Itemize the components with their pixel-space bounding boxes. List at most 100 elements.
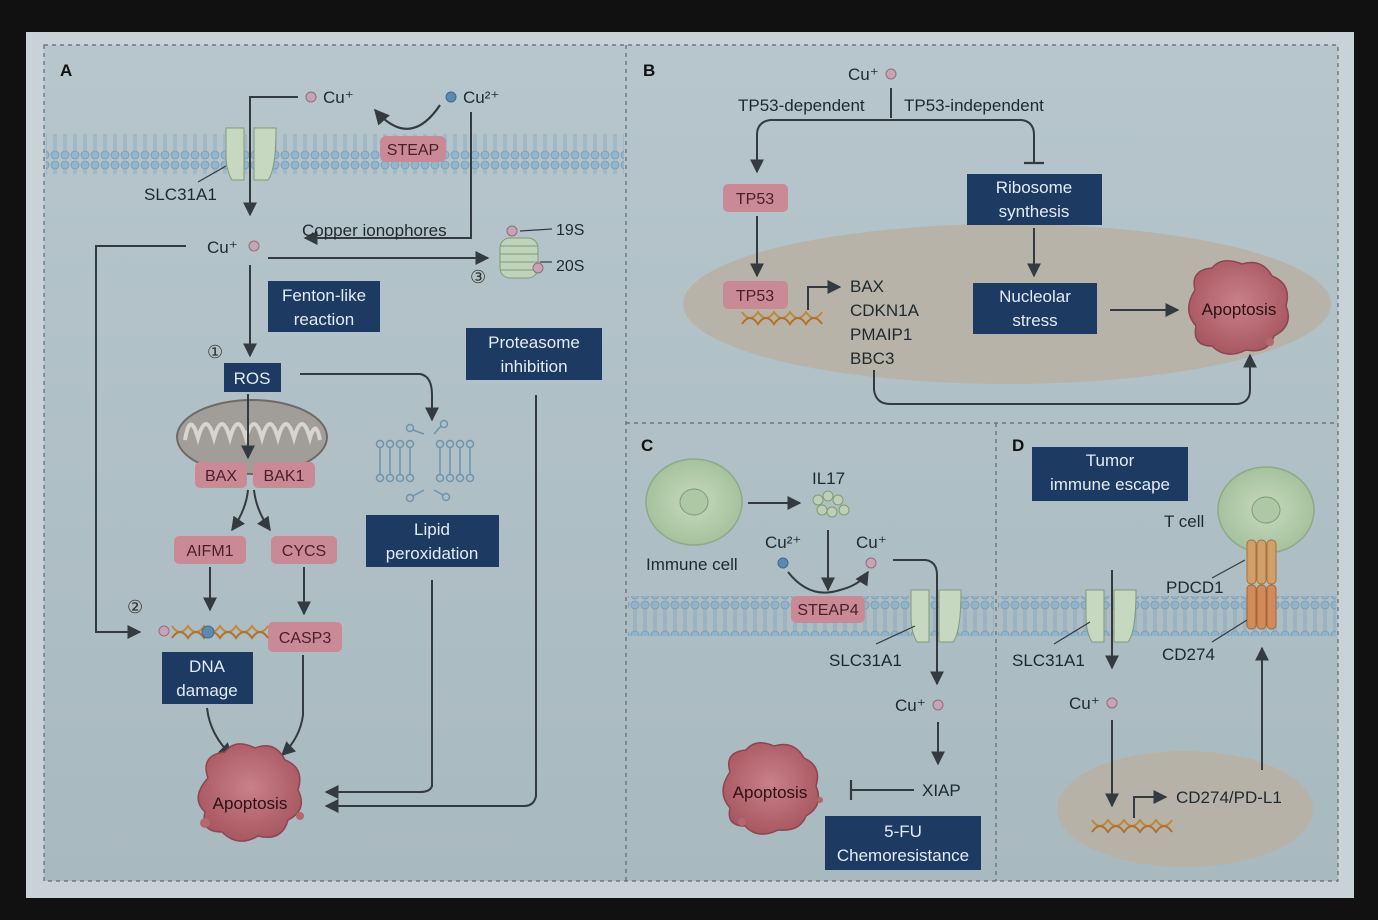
proteasome-inhibition-box bbox=[466, 328, 602, 380]
panel-b: B Cu⁺ TP53-dependent TP53-independent TP… bbox=[643, 61, 1331, 405]
tp53-dependent-label: TP53-dependent bbox=[738, 96, 865, 115]
panel-b-letter: B bbox=[643, 61, 655, 80]
panel-d: D Tumor immune escape T cell PDCD1 CD274 bbox=[998, 436, 1336, 867]
il17-cluster-icon bbox=[812, 490, 850, 518]
proteasome-19s-label: 19S bbox=[556, 222, 584, 239]
cu-plus-cytosol-label-c: Cu⁺ bbox=[895, 696, 926, 715]
proteasome-line1: Proteasome bbox=[488, 333, 580, 352]
marker-1: ① bbox=[207, 342, 223, 362]
fenton-line2: reaction bbox=[294, 310, 354, 329]
xiap-label: XIAP bbox=[922, 781, 961, 800]
t-cell-label: T cell bbox=[1164, 512, 1204, 531]
aifm1-box bbox=[174, 536, 246, 564]
panel-d-letter: D bbox=[1012, 436, 1024, 455]
cd274-label: CD274 bbox=[1162, 645, 1215, 664]
target-gene-3: PMAIP1 bbox=[850, 325, 912, 344]
tp53-box-nucleus bbox=[723, 281, 788, 309]
cu-2plus-dot-icon bbox=[445, 91, 457, 103]
dna-strand-icon-b bbox=[741, 310, 823, 326]
escape-line2: immune escape bbox=[1050, 475, 1170, 494]
panel-c-letter: C bbox=[641, 436, 653, 455]
apoptosis-label-a: Apoptosis bbox=[213, 794, 288, 813]
ribosome-line2: synthesis bbox=[999, 202, 1070, 221]
fenton-reaction-box bbox=[268, 281, 380, 332]
cu-plus-label-d: Cu⁺ bbox=[1069, 694, 1100, 713]
slc31a1-label-d: SLC31A1 bbox=[1012, 651, 1085, 670]
bax-box bbox=[195, 462, 247, 488]
tp53-label-top: TP53 bbox=[736, 191, 774, 208]
cu-2plus-label-c: Cu²⁺ bbox=[765, 533, 801, 552]
proteasome-line2: inhibition bbox=[500, 357, 567, 376]
nucleolar-line2: stress bbox=[1012, 311, 1057, 330]
copper-ionophores-label: Copper ionophores bbox=[302, 221, 447, 240]
slc31a1-transporter-icon-c bbox=[910, 589, 962, 643]
slc31a1-label-c: SLC31A1 bbox=[829, 651, 902, 670]
bak1-box bbox=[253, 462, 315, 488]
apoptosis-cell-c bbox=[722, 742, 823, 835]
apoptosis-cell-b bbox=[1188, 260, 1289, 355]
mitochondrion-icon bbox=[176, 399, 328, 475]
fenton-line1: Fenton-like bbox=[282, 286, 366, 305]
lipid-line1: Lipid bbox=[414, 520, 450, 539]
dna-line1: DNA bbox=[189, 657, 226, 676]
pdcd1-receptor-icon bbox=[1246, 539, 1277, 585]
tp53-box-top bbox=[723, 184, 788, 212]
dna-strand-icon-d bbox=[1091, 818, 1173, 834]
proteasome-20s-label: 20S bbox=[556, 258, 584, 275]
nucleolar-line1: Nucleolar bbox=[999, 287, 1071, 306]
cell-membrane-d bbox=[998, 596, 1336, 636]
ros-box bbox=[224, 363, 281, 392]
steap4-box bbox=[791, 596, 865, 623]
slc31a1-label-a: SLC31A1 bbox=[144, 185, 217, 204]
cu-plus-label-c-top: Cu⁺ bbox=[856, 533, 887, 552]
lipid-bilayer-icon bbox=[375, 419, 475, 503]
aifm1-label: AIFM1 bbox=[186, 543, 233, 560]
panel-a-letter: A bbox=[60, 61, 72, 80]
cycs-box bbox=[271, 536, 337, 564]
tp53-independent-label: TP53-independent bbox=[904, 96, 1044, 115]
cell-membrane-a bbox=[46, 134, 624, 174]
apoptosis-label-b: Apoptosis bbox=[1202, 300, 1277, 319]
target-gene-1: BAX bbox=[850, 277, 884, 296]
marker-2: ② bbox=[127, 597, 143, 617]
lipid-line2: peroxidation bbox=[386, 544, 479, 563]
proteasome-icon bbox=[499, 225, 544, 279]
marker-3: ③ bbox=[470, 267, 486, 287]
nucleus-d bbox=[1057, 751, 1313, 867]
ros-label: ROS bbox=[234, 369, 271, 388]
apoptosis-label-c: Apoptosis bbox=[733, 783, 808, 802]
casp3-label: CASP3 bbox=[279, 630, 332, 647]
immune-cell-icon bbox=[645, 458, 743, 546]
dna-strand-icon bbox=[158, 624, 269, 640]
slc31a1-transporter-icon bbox=[225, 127, 277, 181]
bak1-label: BAK1 bbox=[264, 468, 305, 485]
steap-box bbox=[380, 136, 446, 162]
steap4-label: STEAP4 bbox=[797, 602, 858, 619]
dna-line2: damage bbox=[176, 681, 237, 700]
immune-cell-label: Immune cell bbox=[646, 555, 738, 574]
cd274-gene-label: CD274/PD-L1 bbox=[1176, 788, 1282, 807]
pdcd1-label: PDCD1 bbox=[1166, 578, 1224, 597]
casp3-box bbox=[268, 622, 342, 652]
cu-2plus-label-top: Cu²⁺ bbox=[463, 88, 499, 107]
slc31a1-transporter-icon-d bbox=[1085, 589, 1137, 643]
t-cell-icon bbox=[1217, 466, 1315, 554]
chemo-line2: Chemoresistance bbox=[837, 846, 969, 865]
escape-line1: Tumor bbox=[1086, 451, 1135, 470]
chemoresistance-box bbox=[825, 816, 981, 870]
nucleolar-stress-box bbox=[973, 283, 1097, 334]
panel-a: A SLC31A1 Cu⁺ Cu²⁺ STEAP Copper ionophor… bbox=[46, 61, 624, 842]
cu-plus-label-b: Cu⁺ bbox=[848, 65, 879, 84]
apoptosis-cell-a bbox=[197, 743, 304, 842]
lipid-peroxidation-box bbox=[366, 515, 499, 567]
target-gene-4: BBC3 bbox=[850, 349, 894, 368]
tp53-label-nucleus: TP53 bbox=[736, 288, 774, 305]
tumor-immune-escape-box bbox=[1032, 447, 1188, 501]
bax-label: BAX bbox=[205, 468, 237, 485]
ribosome-synthesis-box bbox=[967, 174, 1102, 225]
cu-plus-dot-icon bbox=[305, 91, 317, 103]
chemo-line1: 5-FU bbox=[884, 822, 922, 841]
il17-label: IL17 bbox=[812, 469, 845, 488]
cu-plus-cytosol-label-a: Cu⁺ bbox=[207, 238, 238, 257]
